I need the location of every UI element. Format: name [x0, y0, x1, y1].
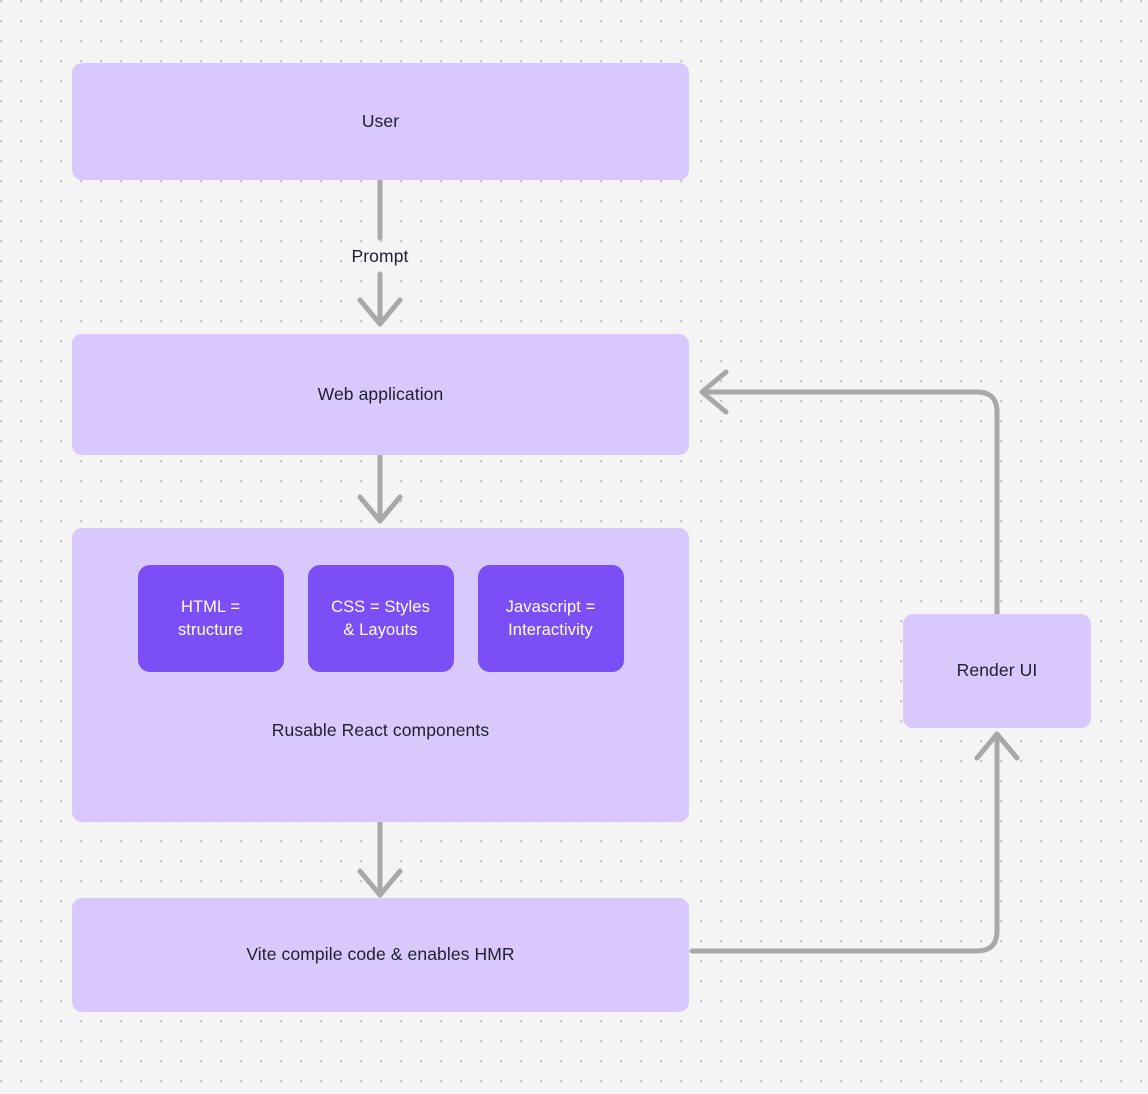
node-user[interactable]: User — [72, 63, 689, 180]
components-inner-row: HTML = structure CSS = Styles & Layouts … — [72, 565, 689, 672]
node-html[interactable]: HTML = structure — [137, 565, 284, 672]
node-web-application-label: Web application — [317, 383, 444, 404]
components-group-caption-text: Rusable React components — [271, 720, 490, 740]
edge-label-prompt-text: Prompt — [351, 246, 409, 266]
arrowhead-components-to-vite — [357, 868, 403, 898]
arrowhead-render-to-web — [699, 369, 729, 415]
node-render-ui-label: Render UI — [956, 660, 1038, 681]
node-javascript[interactable]: Javascript = Interactivity — [477, 565, 624, 672]
arrowhead-web-to-components — [357, 494, 403, 524]
node-user-label: User — [361, 110, 400, 131]
node-html-line2: structure — [177, 620, 244, 639]
arrowhead-vite-to-render — [974, 731, 1020, 761]
node-render-ui[interactable]: Render UI — [903, 614, 1091, 728]
node-html-line1: HTML = — [180, 597, 241, 616]
components-group-caption: Rusable React components — [72, 719, 689, 743]
edge-label-prompt: Prompt — [330, 246, 430, 267]
node-css[interactable]: CSS = Styles & Layouts — [307, 565, 454, 672]
node-vite[interactable]: Vite compile code & enables HMR — [72, 898, 689, 1012]
arrowhead-prompt-to-web — [357, 297, 403, 327]
node-css-line1: CSS = Styles — [331, 597, 430, 616]
node-web-application[interactable]: Web application — [72, 334, 689, 455]
node-css-line2: & Layouts — [343, 620, 418, 639]
edge-vite-to-render — [689, 733, 1000, 954]
node-components-group[interactable]: HTML = structure CSS = Styles & Layouts … — [72, 528, 689, 822]
edge-render-to-web — [701, 389, 1000, 617]
node-javascript-line2: Interactivity — [508, 620, 593, 639]
node-vite-label: Vite compile code & enables HMR — [246, 944, 515, 965]
node-javascript-line1: Javascript = — [505, 597, 596, 616]
